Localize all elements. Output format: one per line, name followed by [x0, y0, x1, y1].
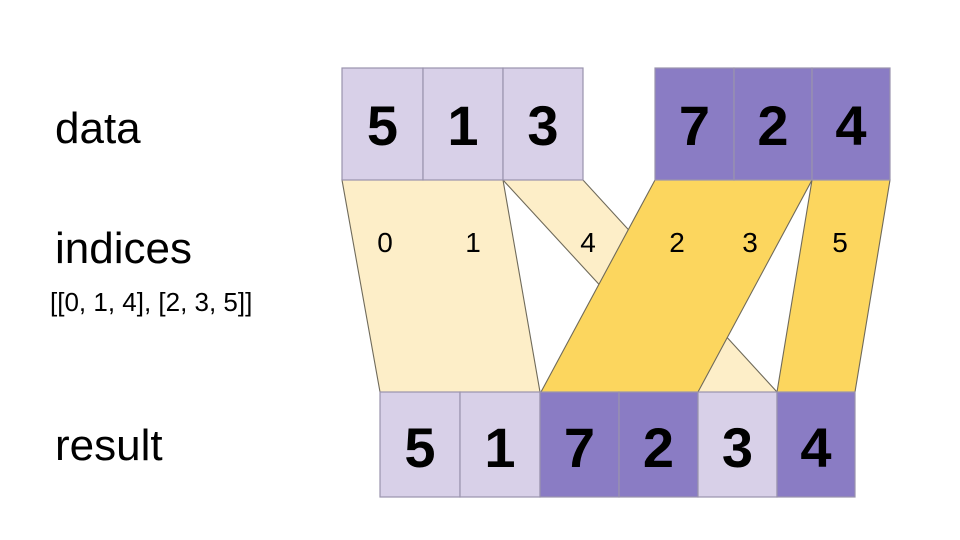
- row-label-result: result: [55, 421, 163, 470]
- data-block-0: 5 1 3: [341, 67, 584, 181]
- result-cell-2[interactable]: [539, 391, 620, 498]
- data-cell-5[interactable]: [811, 67, 891, 181]
- data-cell-1-value: 1: [447, 94, 478, 157]
- index-label-3: 3: [742, 227, 758, 258]
- data-cell-5-value: 4: [835, 94, 866, 157]
- result-row: 5 1 7 2 3 4: [379, 391, 856, 498]
- data-cell-0-value: 5: [367, 94, 398, 157]
- result-cell-2-value: 7: [564, 416, 595, 479]
- result-cell-0-value: 5: [404, 416, 435, 479]
- data-cell-3[interactable]: [654, 67, 735, 181]
- data-cell-1[interactable]: [422, 67, 504, 181]
- index-label-0: 0: [377, 227, 393, 258]
- result-cell-1-value: 1: [484, 416, 515, 479]
- index-label-5: 5: [832, 227, 848, 258]
- result-cell-3[interactable]: [618, 391, 699, 498]
- data-cell-2[interactable]: [502, 67, 584, 181]
- result-cell-4-value: 3: [722, 416, 753, 479]
- index-label-2: 2: [669, 227, 685, 258]
- index-label-1: 1: [465, 227, 481, 258]
- result-cell-0[interactable]: [379, 391, 461, 498]
- result-cell-4[interactable]: [697, 391, 778, 498]
- result-cell-5-value: 4: [800, 416, 831, 479]
- label-layer: data indices [[0, 1, 4], [2, 3, 5]] resu…: [50, 104, 252, 470]
- ribbon-layer: [341, 179, 891, 393]
- index-label-layer: 0 1 4 2 3 5: [377, 227, 848, 258]
- index-label-4: 4: [580, 227, 596, 258]
- row-label-indices: indices: [55, 224, 192, 273]
- indices-sublabel: [[0, 1, 4], [2, 3, 5]]: [50, 287, 252, 317]
- data-cell-3-value: 7: [679, 94, 710, 157]
- row-label-data: data: [55, 104, 141, 153]
- data-cell-2-value: 3: [527, 94, 558, 157]
- result-cell-5[interactable]: [776, 391, 856, 498]
- result-cell-3-value: 2: [643, 416, 674, 479]
- data-block-1: 7 2 4: [654, 67, 891, 181]
- ribbon-light-0-1: [341, 179, 541, 393]
- data-cell-4[interactable]: [733, 67, 813, 181]
- data-cell-4-value: 2: [757, 94, 788, 157]
